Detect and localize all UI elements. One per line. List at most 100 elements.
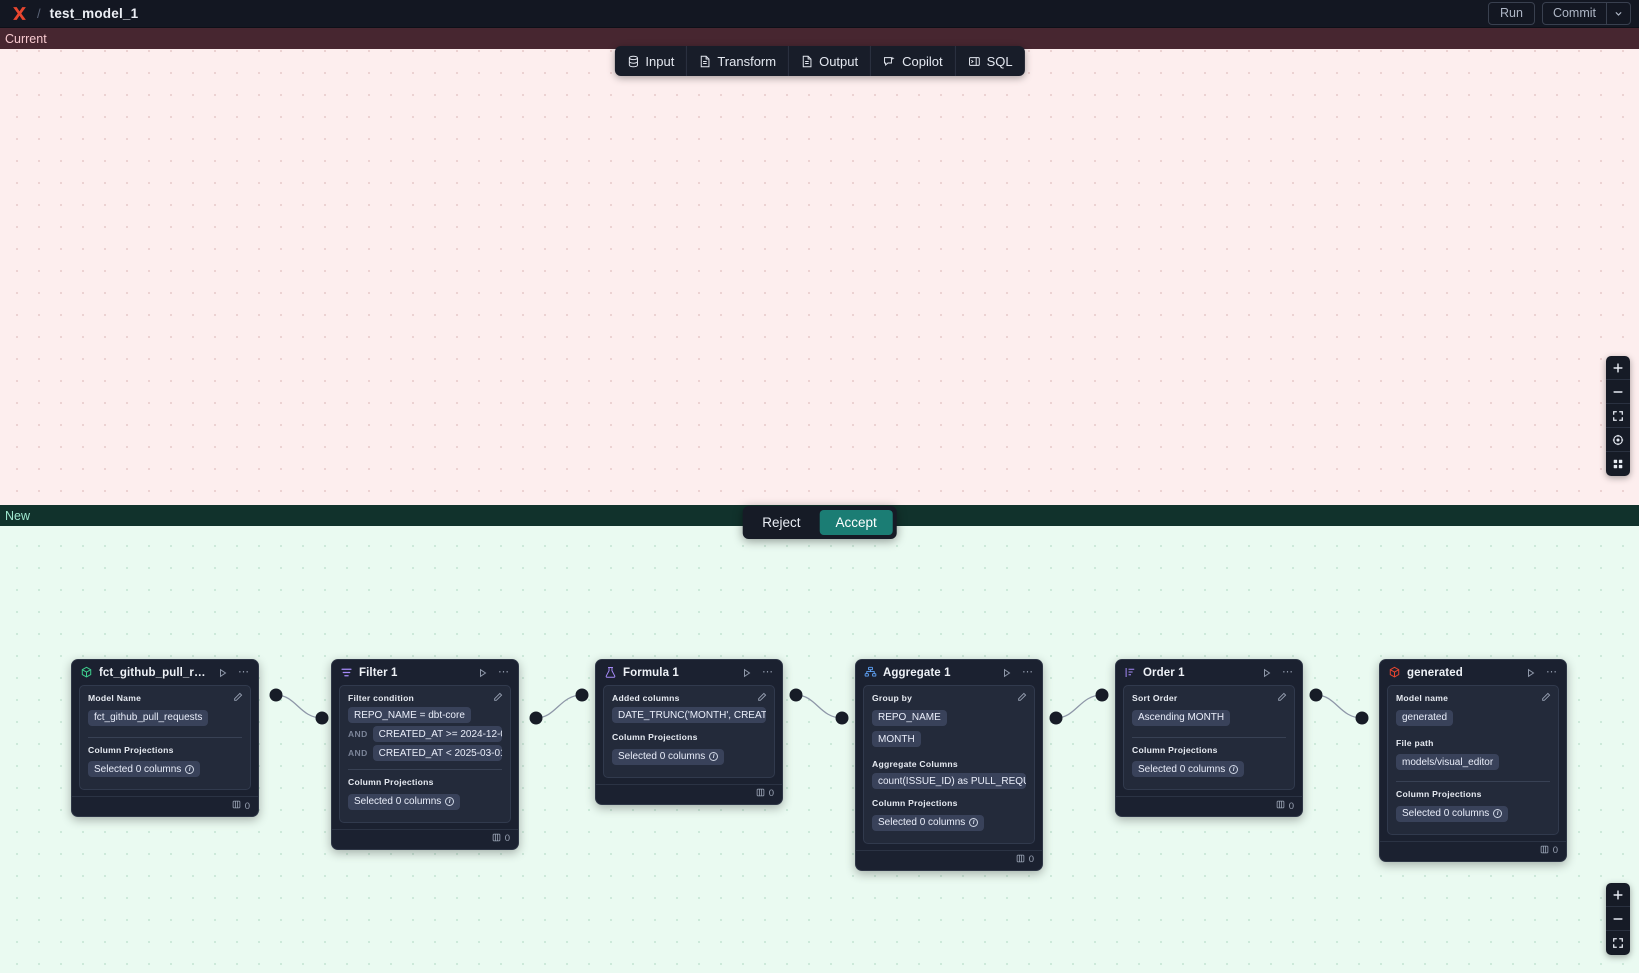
edit-pencil-icon[interactable] [1541, 692, 1551, 705]
columns-icon [492, 833, 501, 845]
node-aggregate[interactable]: Aggregate 1 ⋯ Group by REPO_NAME MONTH A… [855, 659, 1043, 871]
node-menu-icon[interactable]: ⋯ [1546, 666, 1557, 678]
edit-pencil-icon[interactable] [233, 692, 243, 705]
aggregate-columns-chip[interactable]: count(ISSUE_ID) as PULL_REQUEST_… [872, 773, 1026, 789]
grid-layout-icon[interactable] [1606, 452, 1630, 476]
toolbar-item-copilot[interactable]: Copilot [870, 46, 954, 76]
node-formula[interactable]: Formula 1 ⋯ Added columns DATE_TRUNC('MO… [595, 659, 783, 805]
run-button[interactable]: Run [1488, 2, 1535, 25]
edit-pencil-icon[interactable] [493, 692, 503, 705]
column-projection-chip[interactable]: Selected 0 columns i [872, 814, 985, 831]
toolbar-label-input: Input [645, 53, 675, 69]
row-count: 0 [1028, 854, 1034, 865]
app-logo-icon[interactable] [10, 5, 28, 23]
toolbar-item-transform[interactable]: Transform [686, 46, 788, 76]
node-header[interactable]: Filter 1 ⋯ [332, 660, 518, 685]
zoom-out-icon[interactable] [1606, 380, 1630, 404]
node-menu-icon[interactable]: ⋯ [238, 666, 249, 678]
run-node-icon[interactable] [740, 668, 754, 678]
group-by-chip[interactable]: MONTH [872, 731, 921, 747]
accept-button[interactable]: Accept [819, 510, 893, 535]
run-node-icon[interactable] [1000, 668, 1014, 678]
edit-pencil-icon[interactable] [1017, 692, 1027, 705]
columns-icon [232, 800, 241, 812]
node-header[interactable]: fct_github_pull_requests ⋯ [72, 660, 258, 685]
node-footer: 0 [596, 783, 782, 804]
node-menu-icon[interactable]: ⋯ [1282, 666, 1293, 678]
zoom-out-icon[interactable] [1606, 907, 1630, 931]
row-count: 0 [1288, 800, 1294, 812]
current-pane-label: Current [0, 28, 1639, 49]
run-node-icon[interactable] [216, 668, 230, 678]
column-projection-chip[interactable]: Selected 0 columns i [1396, 805, 1509, 822]
app-bar-actions: Run Commit [1488, 2, 1631, 25]
chevron-down-icon[interactable] [1606, 3, 1630, 24]
columns-icon [756, 788, 765, 800]
toolbar-item-input[interactable]: Input [614, 46, 686, 76]
lock-center-icon[interactable] [1606, 428, 1630, 452]
field-label: File path [1396, 737, 1434, 748]
edit-pencil-icon[interactable] [1277, 692, 1287, 705]
chip-text: Selected 0 columns [354, 796, 442, 807]
info-icon[interactable]: i [1493, 809, 1503, 818]
sort-order-chip[interactable]: Ascending MONTH [1132, 709, 1231, 726]
group-by-chip[interactable]: REPO_NAME [872, 709, 947, 726]
commit-split-button[interactable]: Commit [1541, 2, 1631, 25]
toolbar-item-sql[interactable]: SQL [954, 46, 1025, 76]
condition-chip[interactable]: CREATED_AT >= 2024-12-01 [372, 726, 502, 742]
field-label: Column Projections [348, 777, 434, 787]
info-icon[interactable]: i [445, 797, 455, 806]
filter-condition-row: AND CREATED_AT >= 2024-12-01 [348, 726, 502, 742]
column-projection-chip[interactable]: Selected 0 columns i [88, 761, 201, 777]
node-order[interactable]: Order 1 ⋯ Sort Order Ascending MONTH Col… [1115, 659, 1303, 817]
toolbar-label-sql: SQL [986, 53, 1013, 69]
run-node-icon[interactable] [1260, 668, 1274, 678]
model-name-chip[interactable]: generated [1396, 709, 1454, 726]
node-menu-icon[interactable]: ⋯ [762, 666, 773, 678]
zoom-in-icon[interactable] [1606, 356, 1630, 380]
node-menu-icon[interactable]: ⋯ [498, 666, 509, 678]
chip-text: Selected 0 columns [878, 817, 966, 828]
fit-view-icon[interactable] [1606, 404, 1630, 428]
info-icon[interactable]: i [185, 764, 195, 774]
commit-button[interactable]: Commit [1552, 6, 1596, 20]
reject-button[interactable]: Reject [746, 510, 816, 535]
node-source-model[interactable]: fct_github_pull_requests ⋯ Model Name fc… [71, 659, 259, 817]
current-version-canvas[interactable]: Current [0, 28, 1639, 505]
node-header[interactable]: Order 1 ⋯ [1116, 660, 1302, 685]
node-header[interactable]: Aggregate 1 ⋯ [856, 660, 1042, 685]
fit-view-icon[interactable] [1606, 931, 1630, 955]
node-header[interactable]: Formula 1 ⋯ [596, 660, 782, 685]
chip-text: Selected 0 columns [94, 763, 182, 775]
added-columns-chip[interactable]: DATE_TRUNC('MONTH', CREATED_AT… [612, 707, 766, 723]
toolbar-item-output[interactable]: Output [788, 46, 870, 76]
info-icon[interactable]: i [709, 752, 719, 761]
node-body: Group by REPO_NAME MONTH Aggregate Colum… [863, 685, 1035, 844]
info-icon[interactable]: i [969, 818, 979, 827]
info-icon[interactable]: i [1229, 764, 1239, 774]
column-projection-chip[interactable]: Selected 0 columns i [348, 793, 461, 810]
file-path-chip[interactable]: models/visual_editor [1396, 754, 1500, 770]
node-generated-output[interactable]: generated ⋯ Model name generated File pa… [1379, 659, 1567, 862]
condition-chip[interactable]: CREATED_AT < 2025-03-01 [372, 745, 502, 761]
node-filter[interactable]: Filter 1 ⋯ Filter condition REPO_NAME = … [331, 659, 519, 850]
column-projection-chip[interactable]: Selected 0 columns i [612, 748, 725, 765]
new-version-canvas[interactable]: New fct_github_pull_requests [0, 505, 1639, 973]
copilot-sparkle-icon [883, 55, 896, 68]
edit-pencil-icon[interactable] [757, 692, 767, 705]
node-menu-icon[interactable]: ⋯ [1022, 666, 1033, 678]
column-projection-chip[interactable]: Selected 0 columns i [1132, 761, 1245, 777]
canvas-controls-new [1606, 883, 1630, 955]
condition-chip[interactable]: REPO_NAME = dbt-core [348, 707, 471, 723]
node-body: Model name generated File path models/vi… [1387, 685, 1559, 835]
field-label: Column Projections [1132, 744, 1218, 755]
zoom-in-icon[interactable] [1606, 883, 1630, 907]
node-header[interactable]: generated ⋯ [1380, 660, 1566, 685]
sql-panel-icon [968, 55, 981, 68]
run-node-icon[interactable] [1524, 668, 1538, 678]
node-body: Filter condition REPO_NAME = dbt-core AN… [339, 685, 511, 823]
node-title: fct_github_pull_requests [99, 666, 210, 679]
field-label: Model name [1396, 693, 1449, 703]
value-chip[interactable]: fct_github_pull_requests [88, 709, 209, 726]
run-node-icon[interactable] [476, 668, 490, 678]
